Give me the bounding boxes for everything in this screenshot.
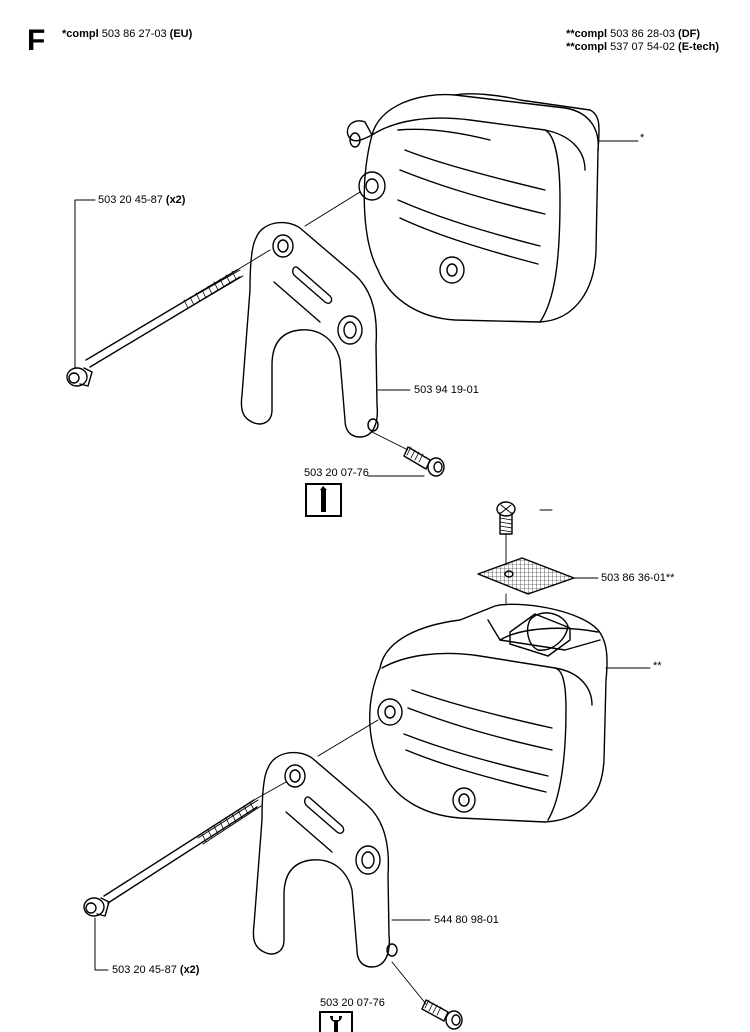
screwdriver-icon [305, 483, 342, 517]
header-right-suffix: (DF) [678, 28, 701, 40]
top-screw [403, 446, 445, 477]
bottom-bracket [252, 751, 398, 968]
header-right-suffix: (E-tech) [678, 41, 719, 53]
header-left-prefix: *compl [62, 28, 99, 40]
wrench-icon [319, 1011, 353, 1032]
header-right-number: 503 86 28-03 [610, 28, 675, 40]
bottom-bolt-number: 503 20 45-87 [112, 964, 177, 976]
label-top-muffler-mark: * [640, 132, 645, 144]
bottom-muffler [369, 603, 608, 823]
bottom-screw [421, 999, 463, 1030]
header-right-line: **compl 503 86 28-03 (DF) [566, 28, 719, 41]
top-muffler [346, 93, 600, 323]
label-top-bracket: 503 94 19-01 [414, 384, 479, 396]
header-left-number: 503 86 27-03 [101, 28, 167, 40]
header-right-prefix: **compl [566, 28, 608, 40]
top-bolt [66, 269, 244, 387]
top-bolt-qty: (x2) [165, 194, 186, 206]
header-right-number: 537 07 54-02 [610, 41, 675, 53]
bottom-bolt [83, 799, 262, 917]
top-bolt-number: 503 20 45-87 [98, 194, 163, 206]
header-right-assemblies: **compl 503 86 28-03 (DF) **compl 537 07… [566, 28, 719, 54]
header-left-suffix: (EU) [169, 28, 193, 40]
section-letter: F [27, 24, 46, 57]
top-bracket [240, 221, 379, 438]
label-bottom-screw: 503 20 07-76 [320, 997, 385, 1009]
label-bottom-bracket: 544 80 98-01 [434, 914, 499, 926]
header-right-prefix: **compl [566, 41, 608, 53]
bottom-small-screw [496, 501, 553, 566]
header-right-line: **compl 537 07 54-02 (E-tech) [566, 41, 719, 54]
label-top-bolt: 503 20 45-87 (x2) [98, 194, 185, 207]
bottom-bolt-qty: (x2) [179, 964, 200, 976]
header-left-assembly: *compl 503 86 27-03 (EU) [62, 28, 192, 41]
label-bottom-bolt: 503 20 45-87 (x2) [112, 964, 199, 977]
label-bottom-screen: 503 86 36-01** [601, 572, 675, 584]
bottom-screen-mesh [477, 557, 599, 606]
label-top-screw: 503 20 07-76 [304, 467, 369, 479]
label-bottom-muffler-mark: ** [653, 660, 662, 672]
